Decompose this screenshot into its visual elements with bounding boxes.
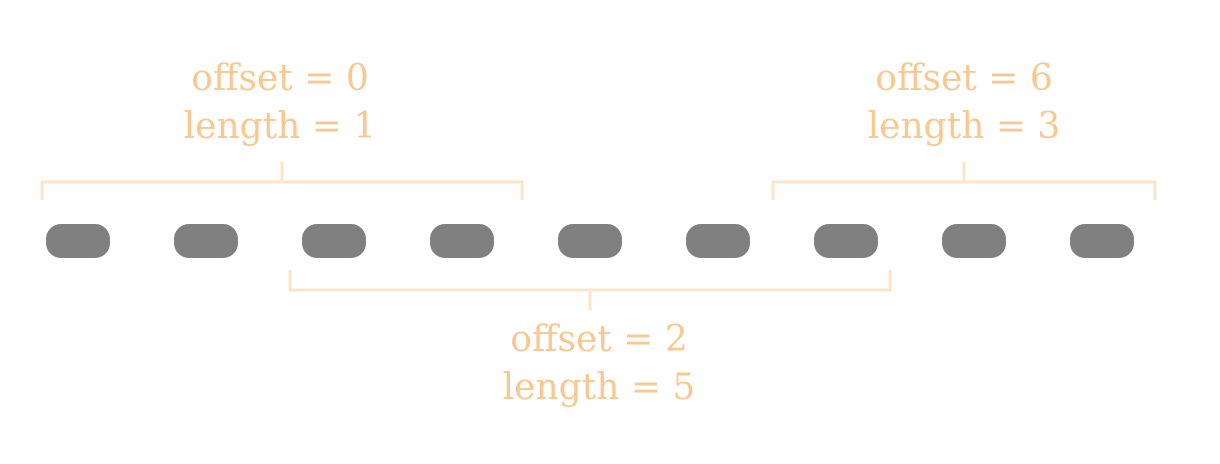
sequence-item-0 [46,224,110,258]
sequence-items [46,224,1134,258]
sequence-item-5 [686,224,750,258]
sequence-item-6 [814,224,878,258]
sequence-item-1 [174,224,238,258]
range-2-length-label: length = 5 [503,367,696,408]
bracket-line-3 [771,162,1157,200]
sequence-item-3 [430,224,494,258]
sequence-item-2 [302,224,366,258]
bracket-line-2 [288,270,892,310]
range-bracket-1: offset = 0 length = 1 [40,58,524,200]
sequence-item-8 [1070,224,1134,258]
bracket-line-1 [40,162,524,200]
range-bracket-2: offset = 2 length = 5 [288,270,892,408]
range-3-length-label: length = 3 [868,106,1061,147]
range-1-length-label: length = 1 [184,106,377,147]
sequence-item-7 [942,224,1006,258]
range-1-offset-label: offset = 0 [191,58,368,99]
range-3-offset-label: offset = 6 [875,58,1052,99]
sequence-item-4 [558,224,622,258]
range-2-offset-label: offset = 2 [510,319,687,360]
range-bracket-3: offset = 6 length = 3 [771,58,1157,200]
